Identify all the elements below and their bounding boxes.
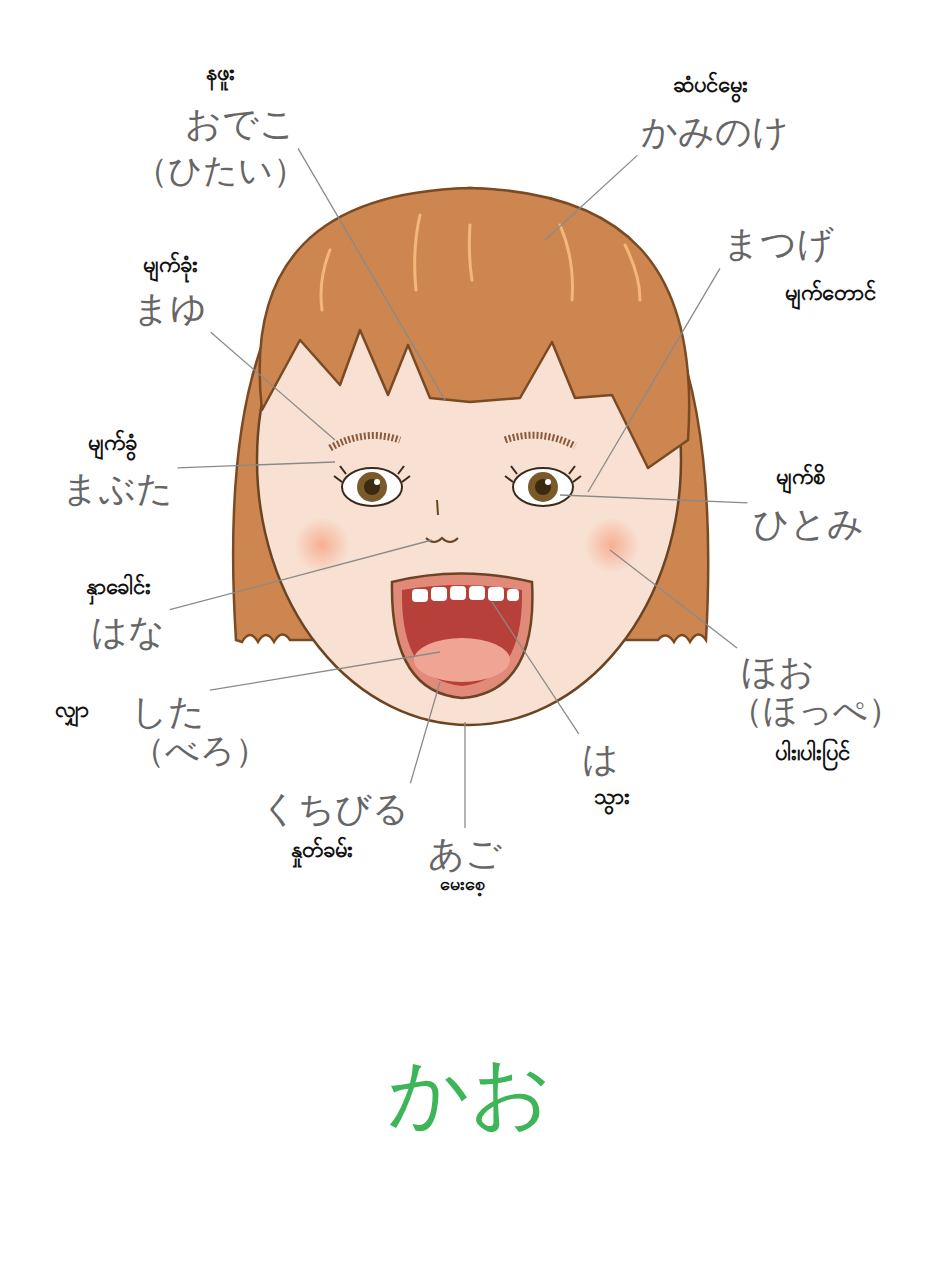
leader-line xyxy=(560,495,748,503)
label-holder: သွား xyxy=(594,782,630,815)
burmese-label: မျက်ခုံး xyxy=(143,252,198,277)
bangs xyxy=(260,188,690,468)
diagram-title: かお xyxy=(388,1046,552,1139)
label-holder: ほお xyxy=(741,648,815,697)
label-holder: နဖူး xyxy=(206,58,235,91)
label-holder: မျက်ခုံး xyxy=(143,250,198,283)
japanese-label: まつげ xyxy=(723,223,834,264)
label-holder: くちびる xyxy=(261,785,409,834)
japanese-label: ほお xyxy=(741,651,815,692)
label-holder: မျက်တောင် xyxy=(785,278,876,311)
label-holder: （ほっぺ） xyxy=(729,688,902,734)
japanese-label: した xyxy=(131,691,205,732)
burmese-label: နဖူး xyxy=(206,60,235,85)
japanese-label: ひとみ xyxy=(753,503,864,544)
mouth xyxy=(392,574,532,699)
label-holder: လျှာ xyxy=(55,695,89,728)
burmese-label: မျက်စိ xyxy=(776,464,825,489)
leader-line xyxy=(588,268,720,492)
burmese-label: သွား xyxy=(594,784,630,809)
hair-streaks xyxy=(321,215,640,310)
leader-line xyxy=(170,540,432,610)
label-holder: （べろ） xyxy=(131,728,269,774)
eyes xyxy=(334,466,581,506)
japanese-label: はな xyxy=(91,611,165,652)
japanese-label: （ひたい） xyxy=(134,150,307,190)
label-holder: （ひたい） xyxy=(134,148,307,194)
japanese-label: は xyxy=(582,738,619,779)
label-holder: まつげ xyxy=(723,220,834,269)
burmese-label: မျက်ခွံ xyxy=(88,430,137,455)
japanese-label: あご xyxy=(428,833,502,874)
label-holder: ပါး၊ပါးပြင် xyxy=(775,738,850,771)
label-holder: မေးစေ့ xyxy=(440,872,485,899)
leader-line xyxy=(410,682,440,783)
label-holder: はな xyxy=(91,608,165,657)
label-holder: ひとみ xyxy=(753,500,864,549)
burmese-label: ဆံပင်မွေး xyxy=(673,72,748,97)
label-holder: は xyxy=(582,735,619,784)
label-holder: နှုတ်ခမ်း xyxy=(291,835,353,868)
title-holder: かお xyxy=(388,1040,552,1148)
nose xyxy=(426,500,458,542)
japanese-label: まゆ xyxy=(133,288,207,329)
leader-line xyxy=(610,550,737,648)
label-holder: ဆံပင်မွေး xyxy=(673,70,748,103)
label-holder: မျက်ခွံ xyxy=(88,428,137,461)
cheek xyxy=(584,517,640,573)
burmese-label: နှုတ်ခမ်း xyxy=(291,837,353,862)
japanese-label: （ほっぺ） xyxy=(729,690,902,730)
leader-line xyxy=(464,722,465,828)
burmese-label: မေးစေ့ xyxy=(440,873,485,894)
leader-line xyxy=(211,332,335,440)
japanese-label: （べろ） xyxy=(131,730,269,770)
label-holder: まゆ xyxy=(133,285,207,334)
label-holder: おでこ xyxy=(185,100,296,149)
japanese-label: かみのけ xyxy=(641,111,789,152)
label-holder: あご xyxy=(428,830,502,879)
burmese-label: မျက်တောင် xyxy=(785,280,876,305)
label-holder: かみのけ xyxy=(641,108,789,157)
burmese-label: နှာခေါင်း xyxy=(86,574,151,599)
label-holder: まぶた xyxy=(62,465,173,514)
leader-line xyxy=(298,148,445,400)
japanese-label: おでこ xyxy=(185,103,296,144)
japanese-label: くちびる xyxy=(261,788,409,829)
japanese-label: まぶた xyxy=(62,468,173,509)
label-holder: မျက်စိ xyxy=(776,462,825,495)
leader-line xyxy=(177,462,335,468)
leader-line xyxy=(545,155,637,240)
burmese-label: လျှာ xyxy=(55,697,89,722)
label-holder: နှာခေါင်း xyxy=(86,572,151,605)
label-holder: した xyxy=(131,688,205,737)
leader-line xyxy=(492,602,579,734)
leader-line xyxy=(210,652,440,690)
burmese-label: ပါး၊ပါးပြင် xyxy=(775,740,850,765)
eyebrows xyxy=(330,435,575,448)
